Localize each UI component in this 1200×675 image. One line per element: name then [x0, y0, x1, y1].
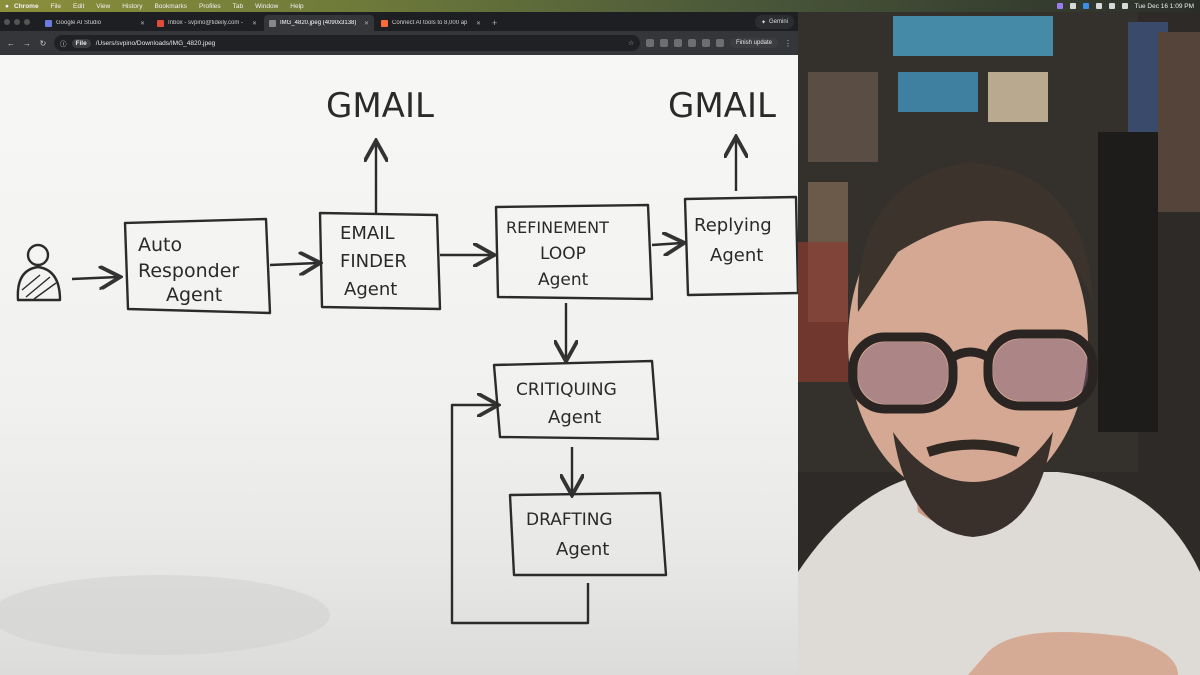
new-tab-button[interactable]: +: [492, 18, 498, 28]
zoom-window-button[interactable]: [24, 18, 30, 25]
refinement-line-1: REFINEMENT: [506, 218, 609, 237]
minimize-window-button[interactable]: [14, 18, 20, 25]
email-finder-line-2: FINDER: [340, 251, 407, 272]
critiquing-line-1: CRITIQUING: [516, 380, 617, 400]
gmail-label-left: GMAIL: [326, 86, 434, 126]
refinement-loop-agent-box: [494, 203, 654, 301]
menu-help[interactable]: Help: [290, 2, 304, 10]
tab-google-ai-studio[interactable]: Google AI Studio ✕: [40, 15, 150, 31]
paper-shadow: [0, 575, 330, 655]
arrow-user-to-autoresponder: [71, 277, 118, 279]
tab-connect-ai-tools[interactable]: Connect AI tools to 8,000 ap ✕: [376, 15, 486, 31]
close-tab-icon[interactable]: ✕: [139, 20, 145, 27]
close-tab-icon[interactable]: ✕: [363, 20, 369, 27]
address-url[interactable]: /Users/svpino/Downloads/IMG_4820.jpeg: [95, 39, 216, 47]
tab-title: Connect AI tools to 8,000 ap: [392, 20, 468, 26]
drafting-agent-box: [508, 491, 668, 577]
auto-responder-line-3: Agent: [166, 284, 222, 306]
gmail-favicon-icon: [157, 19, 164, 27]
email-finder-line-3: Agent: [344, 279, 397, 300]
menu-chrome[interactable]: Chrome: [14, 2, 39, 10]
apple-icon[interactable]: ●: [5, 2, 9, 10]
menu-file[interactable]: File: [50, 2, 62, 10]
extension-icon[interactable]: [645, 39, 654, 47]
gemini-button[interactable]: ✦ Gemini: [754, 15, 794, 29]
browser-toolbar: ← → ↻ ⓘ File /Users/svpino/Downloads/IMG…: [0, 31, 798, 55]
menu-tab[interactable]: Tab: [232, 2, 244, 10]
status-app-icon[interactable]: [1082, 3, 1089, 9]
wifi-icon[interactable]: [1108, 3, 1115, 9]
presenter-video: [798, 12, 1200, 675]
replying-line-2: Agent: [710, 245, 763, 266]
gemini-label: Gemini: [768, 19, 788, 25]
menu-edit[interactable]: Edit: [73, 2, 85, 10]
extension-icon[interactable]: [659, 39, 668, 47]
menu-window[interactable]: Window: [255, 2, 279, 10]
address-bar[interactable]: ⓘ File /Users/svpino/Downloads/IMG_4820.…: [54, 35, 640, 51]
email-finder-line-1: EMAIL: [340, 223, 395, 244]
tab-title: IMG_4820.jpeg (4090x3138): [280, 20, 357, 26]
profile-avatar-icon[interactable]: [715, 39, 724, 47]
auto-responder-line-1: Auto: [138, 234, 182, 256]
close-tab-icon[interactable]: ✕: [475, 20, 481, 27]
close-tab-icon[interactable]: ✕: [251, 20, 257, 27]
gmail-label-right: GMAIL: [668, 86, 776, 126]
window-controls: [4, 12, 30, 31]
drafting-line-1: DRAFTING: [526, 510, 613, 530]
menubar-clock[interactable]: Tue Dec 16 1:09 PM: [1134, 2, 1194, 10]
file-scheme-chip: File: [71, 38, 91, 48]
whiteboard-diagram: GMAIL GMAIL Auto Responder Agent EMAIL F…: [0, 86, 798, 655]
info-icon[interactable]: ⓘ: [60, 41, 67, 48]
tab-title: Google AI Studio: [56, 20, 102, 26]
email-finder-agent-box: [318, 211, 442, 311]
tab-title: Inbox - svpino@tideily.com -: [168, 20, 244, 26]
finish-update-button[interactable]: Finish update: [729, 38, 778, 48]
close-window-button[interactable]: [4, 18, 10, 25]
battery-icon[interactable]: [1121, 3, 1128, 9]
zapier-favicon-icon: [381, 19, 388, 27]
back-arrow-icon[interactable]: ←: [7, 38, 15, 48]
menubar-status-area: Tue Dec 16 1:09 PM: [1056, 0, 1194, 12]
browser-window: Google AI Studio ✕ Inbox - svpino@tideil…: [0, 12, 798, 675]
auto-responder-line-2: Responder: [138, 260, 239, 282]
status-app-icon[interactable]: [1056, 3, 1063, 9]
refinement-line-2: LOOP: [540, 244, 586, 264]
tab-strip: Google AI Studio ✕ Inbox - svpino@tideil…: [0, 12, 798, 31]
replying-line-1: Replying: [694, 215, 772, 236]
refinement-line-3: Agent: [538, 270, 589, 290]
status-app-icon[interactable]: [1069, 3, 1076, 9]
extension-icon[interactable]: [687, 39, 696, 47]
ai-studio-favicon-icon: [45, 19, 52, 27]
tab-inbox[interactable]: Inbox - svpino@tideily.com - ✕: [152, 15, 262, 31]
user-figure-icon: [16, 243, 62, 302]
file-favicon-icon: [269, 19, 276, 27]
menu-profiles[interactable]: Profiles: [198, 2, 221, 10]
auto-responder-agent-box: [123, 217, 272, 315]
replying-agent-box: [683, 195, 798, 297]
menu-view[interactable]: View: [96, 2, 111, 10]
more-menu-icon[interactable]: ⋮: [784, 38, 792, 48]
arrow-autoresponder-to-emailfinder: [269, 263, 318, 265]
status-app-icon[interactable]: [1095, 3, 1102, 9]
macos-menubar: ● Chrome File Edit View History Bookmark…: [0, 0, 1200, 12]
menu-bookmarks[interactable]: Bookmarks: [154, 2, 187, 10]
arrow-drafting-loop-to-critiquing: [450, 405, 590, 625]
drafting-line-2: Agent: [556, 539, 609, 560]
forward-arrow-icon[interactable]: →: [23, 38, 31, 48]
critiquing-agent-box: [492, 359, 660, 441]
arrow-refinement-to-replying: [651, 243, 682, 245]
sparkle-icon: ✦: [760, 19, 766, 26]
extension-icon[interactable]: [673, 39, 682, 47]
bookmark-star-icon[interactable]: ☆: [628, 40, 634, 47]
extension-icon[interactable]: [701, 39, 710, 47]
critiquing-line-2: Agent: [548, 407, 601, 428]
image-viewport: GMAIL GMAIL Auto Responder Agent EMAIL F…: [0, 55, 798, 675]
tab-img-4820[interactable]: IMG_4820.jpeg (4090x3138) ✕: [264, 15, 374, 31]
webcam-feed: [798, 12, 1200, 675]
menu-history[interactable]: History: [122, 2, 143, 10]
reload-icon[interactable]: ↻: [39, 38, 47, 48]
